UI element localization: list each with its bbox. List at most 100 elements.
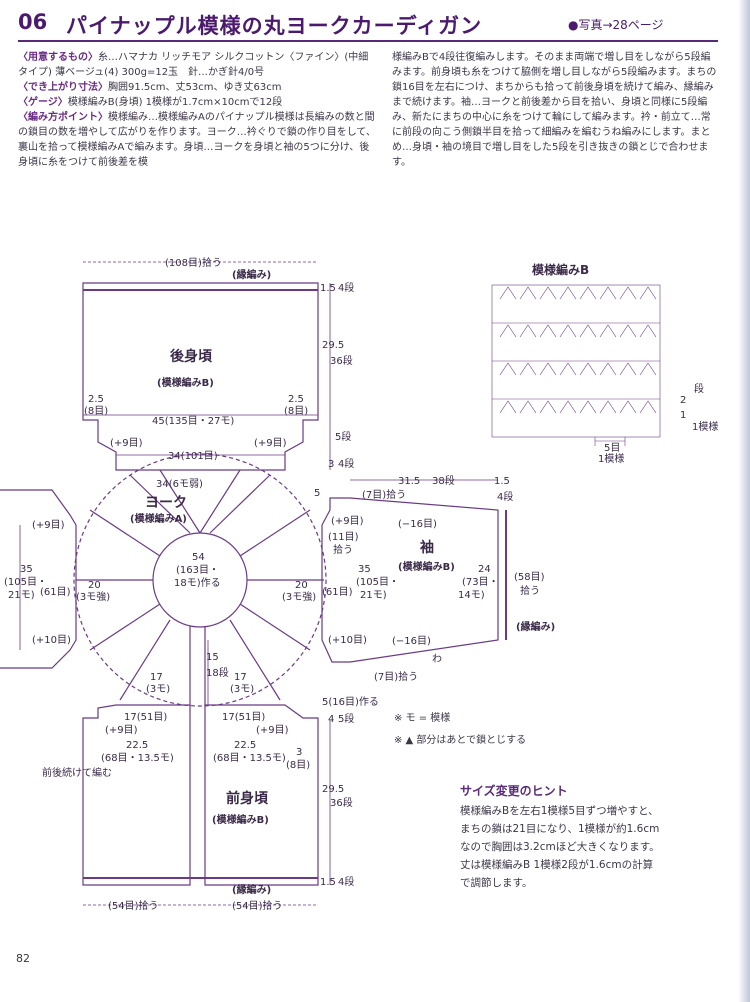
dim-20-right: 20	[295, 580, 308, 591]
dim-58: (58目)	[514, 572, 545, 583]
dim-4dan-front: 4段	[338, 875, 354, 888]
dim-plus10-right: (+10目)	[328, 635, 367, 646]
dim-17-left: 17	[150, 672, 163, 683]
right-text: 様編みBで4段往復編みします。そのまま両端で増し目をしながら5段編みます。前身頃…	[392, 52, 717, 168]
dim-3-front: 3	[296, 747, 302, 758]
dim-minus16-top: (−16目)	[398, 519, 437, 530]
dimension-lines	[19, 261, 499, 906]
dim-68-right: (68目・13.5モ)	[213, 753, 286, 764]
dim-4dan-sleeve: 4段	[497, 490, 513, 503]
dim-plus9-front-left: (+9目)	[105, 725, 138, 736]
dim-8me-front: (8目)	[286, 760, 310, 771]
dim-plus10-left: (+10目)	[32, 635, 71, 646]
dim-plus9-front-right: (+9目)	[256, 725, 289, 736]
size-text: 胸囲91.5cm、丈53cm、ゆき丈63cm	[108, 82, 282, 93]
dim-68-left: (68目・13.5モ)	[101, 753, 174, 764]
size-label: 〈でき上がり寸法〉	[18, 82, 108, 93]
dim-2-5-left: 2.5	[88, 394, 104, 405]
materials-text: 糸…ハマナカ リッチモア シルクコットン〈ファイン〉(中細タイプ) 薄ベージュ(…	[18, 52, 369, 78]
dim-14mo: 14モ)	[458, 590, 485, 601]
front-pickup-left: (54目)拾う	[108, 899, 159, 912]
dim-35-left: 35	[20, 564, 33, 575]
dim-31-5: 31.5	[398, 476, 420, 487]
stitch-row-unit: 段	[694, 382, 704, 395]
dim-3mo2-left: (3モ)	[146, 684, 170, 695]
dim-5-sleeve: 5	[314, 488, 320, 499]
diagram-notes: ※ モ = 模様 ※ ▲ 部分はあとで鎖とじする	[394, 708, 526, 752]
dim-minus16-bottom: (−16目)	[392, 636, 431, 647]
dim-21mo-right: 21モ)	[360, 590, 387, 601]
dim-1-5-sleeve: 1.5	[494, 476, 510, 487]
front-body-title: 前身頃	[226, 790, 269, 807]
dim-5dan-front: 5段	[338, 712, 354, 725]
dim-8me-right: (8目)	[284, 406, 308, 417]
dim-1-5-front: 1.5	[320, 877, 336, 888]
back-body-pattern: (模様編みB)	[157, 376, 214, 389]
dim-11pick: (11目)	[328, 532, 359, 543]
dim-4dan-b: 4段	[338, 457, 354, 470]
page-edge-shadow	[738, 0, 750, 1002]
dim-36dan: 36段	[330, 354, 353, 367]
size-hint-body: 模様編みBを左右1模様5目ずつ増やすと、まちの鎖は21目になり、1模様が約1.6…	[460, 802, 710, 892]
front-pickup-right: (54目)拾う	[232, 899, 283, 912]
stitch-row-motif: 1模様	[692, 420, 718, 433]
stitch-row-2: 2	[680, 395, 686, 406]
dim-29-5-front: 29.5	[322, 784, 344, 795]
right-text-column: 様編みBで4段往復編みします。そのまま両端で増し目をしながら5段編みます。前身頃…	[392, 50, 718, 170]
dim-45: 45(135目・27モ)	[152, 416, 234, 427]
center-54: 54	[192, 552, 205, 563]
dim-22-5-right: 22.5	[234, 740, 256, 751]
dim-61-left: (61目)	[40, 587, 71, 598]
dim-1-5: 1.5	[320, 283, 336, 294]
dim-36dan-front: 36段	[330, 796, 353, 809]
dim-35-right: 35	[358, 564, 371, 575]
dim-21mo-left: 21モ)	[8, 590, 35, 601]
sleeve-ring-label: わ	[432, 653, 442, 665]
front-edging-label: (縁編み)	[232, 883, 271, 896]
center-163: (163目・	[176, 565, 219, 576]
size-hint-line: で調節します。	[460, 877, 533, 889]
dim-7pick-top: (7目)拾う	[362, 488, 406, 501]
materials-label: 〈用意するもの〉	[18, 52, 98, 63]
pattern-number: 06	[18, 10, 48, 34]
left-sleeve-outline	[0, 489, 77, 669]
yoke-circle	[73, 453, 327, 707]
dim-73: (73目・	[462, 577, 499, 588]
dim-18dan: 18段	[206, 666, 229, 679]
right-sleeve-outline	[321, 497, 507, 663]
note-motif: ※ モ = 模様	[394, 713, 451, 724]
dim-105-left: (105目・	[4, 577, 47, 588]
dim-38dan: 38段	[432, 474, 455, 487]
dim-3mo2-right: (3モ)	[230, 684, 254, 695]
dim-15: 15	[206, 652, 219, 663]
left-text-column: 〈用意するもの〉糸…ハマナカ リッチモア シルクコットン〈ファイン〉(中細タイプ…	[18, 50, 376, 170]
stitch-col-5me: 5目	[604, 443, 620, 454]
stitch-col-motif: 1模様	[598, 452, 624, 465]
page-header: 06 パイナップル模様の丸ヨークカーディガン ●写真→28ページ	[18, 10, 733, 40]
dim-17-51-right: 17(51目)	[222, 712, 265, 723]
back-body-outline	[82, 282, 319, 471]
size-hint-line: 模様編みBを左右1模様5目ずつ増やすと、	[460, 805, 659, 817]
dim-8me-left: (8目)	[84, 406, 108, 417]
gauge-text: 模様編みB(身頃) 1模様が1.7cm×10cmで12段	[67, 97, 283, 108]
header-rule	[18, 40, 718, 42]
back-pickup-label: (108目)拾う	[165, 256, 222, 269]
dim-34-6: 34(6モ弱)	[156, 478, 203, 490]
dim-58-pick: 拾う	[520, 584, 540, 597]
yoke-title: ヨーク	[145, 495, 187, 511]
dim-20-left: 20	[88, 580, 101, 591]
dim-7pick-bottom: (7目)拾う	[374, 670, 418, 683]
stitch-chart-b	[491, 284, 661, 446]
size-hint-line: 丈は模様編みB 1模様2段が1.6cmの計算	[460, 859, 654, 871]
dim-24: 24	[478, 564, 491, 575]
dim-4dan: 4段	[338, 281, 354, 294]
note-triangle: ※ ▲ 部分はあとで鎖とじする	[394, 735, 527, 746]
dim-3mo-right: (3モ強)	[282, 590, 316, 603]
sleeve-edging-label: (縁編み)	[516, 620, 555, 633]
front-body-outline	[82, 704, 319, 886]
dim-17-right: 17	[234, 672, 247, 683]
center-18: 18モ)作る	[174, 577, 221, 589]
points-text: 模様編み…模様編みAのパイナップル模様は長編みの数と間の鎖目の数を増やして広がり…	[18, 112, 376, 168]
stitch-row-1: 1	[680, 410, 686, 421]
points-label: 〈編み方ポイント〉	[18, 112, 108, 123]
